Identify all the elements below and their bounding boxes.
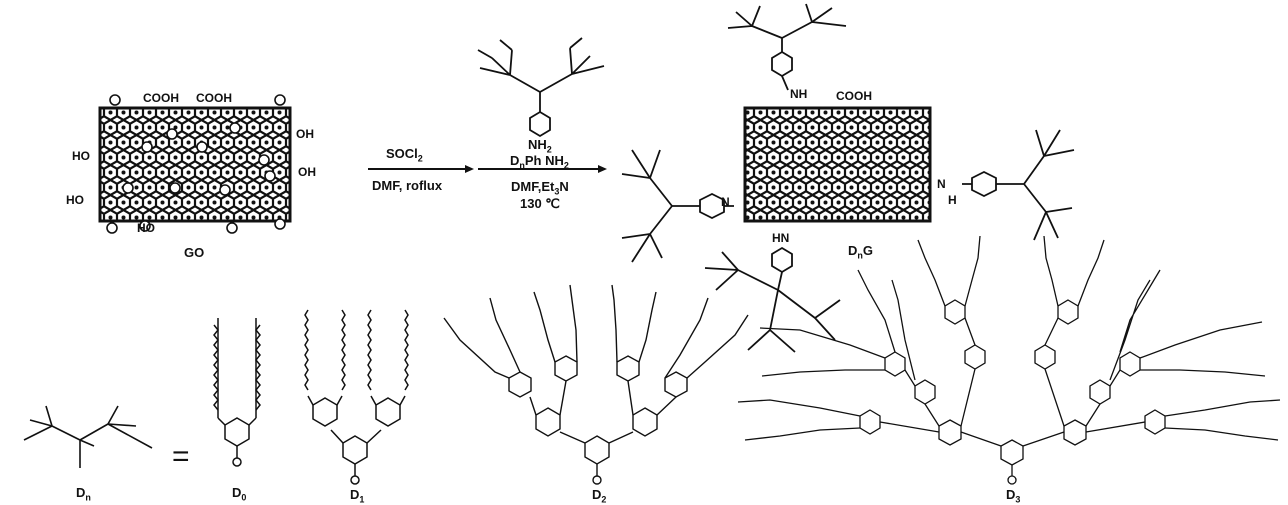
socl-subscript: 2 <box>417 153 423 164</box>
product-h-right: H <box>948 193 957 207</box>
two-subscript: 2 <box>563 160 569 171</box>
product-n-right: N <box>937 177 946 191</box>
dmf-et-text: DMF,Et <box>511 179 555 194</box>
equals-sign: = <box>172 440 190 473</box>
d-text: D <box>76 485 86 500</box>
d2-label: D2 <box>592 488 606 505</box>
carbon-c: C <box>196 91 205 105</box>
amine-nh2-label: NH2 <box>528 138 552 155</box>
dn-generic-dendron <box>23 405 153 468</box>
product-right-dendron <box>962 129 1075 241</box>
cooh-text: OOH <box>204 91 233 105</box>
graphene-oxide-sheet <box>98 94 292 234</box>
g-text: G <box>862 243 874 258</box>
carbon-c: C <box>143 91 152 105</box>
go-cooh-1-label: COOH <box>143 92 179 104</box>
step2-temperature: 130 ℃ <box>520 196 560 211</box>
two-subscript: 2 <box>601 494 607 505</box>
d-text: D <box>232 485 242 500</box>
product-cooh-top: COOH <box>836 90 872 102</box>
reaction-arrow-2 <box>478 165 607 173</box>
zero-subscript: 0 <box>241 492 247 503</box>
d1-label: D1 <box>350 488 364 505</box>
go-cooh-2-label: COOH <box>196 92 232 104</box>
d3-label: D3 <box>1006 488 1020 505</box>
go-label: GO <box>184 245 205 260</box>
product-bottom-dendron <box>704 246 841 353</box>
d1-structure <box>304 309 409 485</box>
product-hn-bottom: HN <box>772 231 790 245</box>
one-subscript: 1 <box>359 494 365 505</box>
go-oh-right-2: OH <box>298 165 316 179</box>
socl-text: SOCl <box>386 146 418 161</box>
d0-structure <box>213 318 261 467</box>
d-text: D <box>350 487 360 502</box>
product-n-left: N <box>721 195 730 209</box>
reaction-arrow-1 <box>368 165 474 173</box>
d0-label: D0 <box>232 486 246 503</box>
three-subscript: 3 <box>554 186 560 197</box>
n-subscript: n <box>519 160 525 171</box>
n-subscript: n <box>857 250 863 261</box>
cooh-text: OOH <box>844 89 873 103</box>
product-top-dendron <box>727 3 847 91</box>
step2-condition: DMF,Et3N <box>511 180 569 197</box>
product-label: DnG <box>848 244 873 261</box>
go-oh-right-1: OH <box>296 127 314 141</box>
step1-condition: DMF, roflux <box>372 178 443 193</box>
nh-text: NH <box>528 137 547 152</box>
d-text: D <box>848 243 858 258</box>
d-text: D <box>510 153 520 168</box>
dn-label: Dn <box>76 486 91 503</box>
phnh-text: Ph NH <box>524 153 564 168</box>
d2-structure <box>443 284 749 485</box>
n-text: N <box>559 179 569 194</box>
go-ho2c-bottom: HO <box>137 221 155 235</box>
step2-formula: DnPh NH2 <box>510 154 569 171</box>
carbon-c: C <box>836 89 845 103</box>
step1-reagent-socl2: SOCl2 <box>386 147 423 164</box>
d-text: D <box>592 487 602 502</box>
product-nh-top: NH <box>790 87 808 101</box>
product-left-dendron <box>621 149 734 263</box>
dendrimer-graphene-sheet <box>743 106 932 223</box>
n-subscript: n <box>85 492 91 503</box>
dendron-amine-reagent <box>477 37 605 138</box>
go-ho-left-2: HO <box>66 193 84 207</box>
nh-subscript: 2 <box>546 144 552 155</box>
three-subscript: 3 <box>1015 494 1021 505</box>
go-ho-left-1: HO <box>72 149 90 163</box>
cooh-text: OOH <box>151 91 180 105</box>
d-text: D <box>1006 487 1016 502</box>
d3-structure <box>737 235 1281 485</box>
